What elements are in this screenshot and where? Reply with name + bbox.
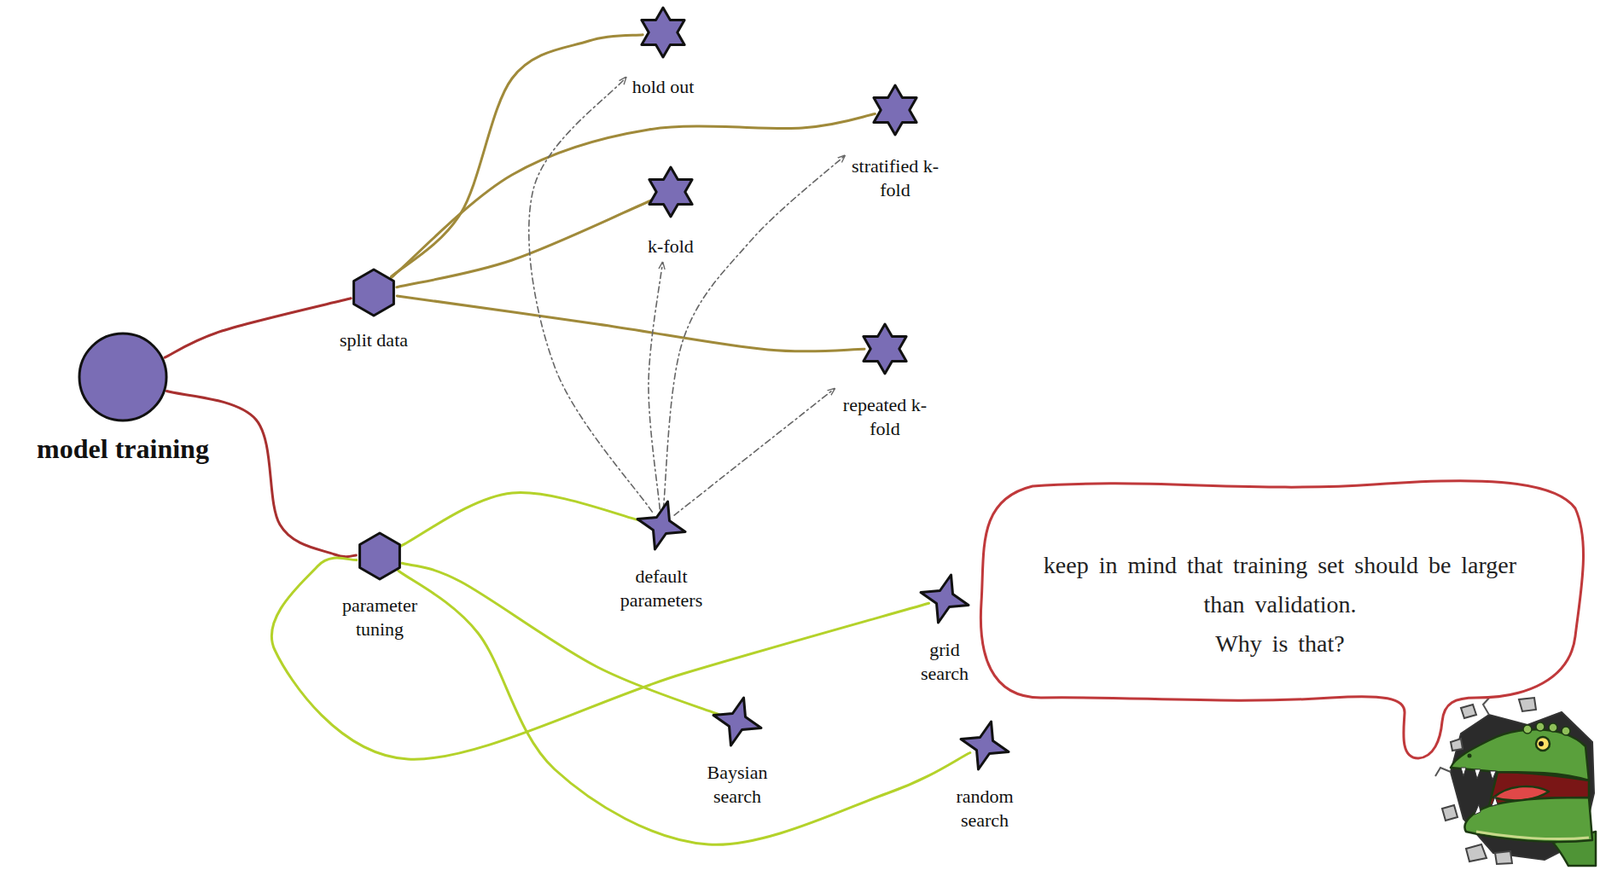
node-label: grid search <box>908 638 981 686</box>
circle-shape <box>76 331 169 424</box>
shape-outline <box>641 7 685 58</box>
hexagon-node: split data <box>337 267 410 353</box>
star-node: k-fold <box>641 164 700 259</box>
node-label: k-fold <box>641 234 700 259</box>
connector-line <box>401 493 646 547</box>
hexagon-shape <box>354 530 406 582</box>
dashed-arrow <box>663 155 845 510</box>
connector-line <box>396 200 652 288</box>
node-label: split data <box>337 328 410 353</box>
shape-outline <box>873 85 917 135</box>
star-node: default parameters <box>602 498 721 612</box>
bubble-text: keep in mind that training set should be… <box>1024 474 1536 664</box>
four-point-star-shape <box>917 571 972 627</box>
star-node: stratified k-fold <box>849 82 942 202</box>
hexagon-shape <box>348 267 400 319</box>
dashed-arrow <box>529 77 653 512</box>
connector-line <box>401 563 722 716</box>
star-node: hold out <box>630 5 697 99</box>
node-label: repeated k-fold <box>840 393 930 441</box>
connector-line <box>271 558 929 760</box>
star-shape <box>857 321 913 377</box>
star-shape <box>643 164 699 220</box>
note-text: keep in mind that training set should be… <box>1028 546 1532 625</box>
shape-outline <box>354 269 395 316</box>
node-label: parameter tuning <box>326 593 433 641</box>
shape-outline <box>360 533 401 580</box>
shape-outline <box>863 324 907 374</box>
wall-hole <box>1435 695 1595 861</box>
shape-outline <box>713 698 762 746</box>
star-shape <box>635 5 691 60</box>
four-point-star-shape <box>957 718 1013 774</box>
shape-outline <box>79 333 167 421</box>
dinosaur-head <box>1450 722 1596 867</box>
node-label: hold out <box>630 75 697 99</box>
four-point-star-shape <box>634 498 689 553</box>
node-label: default parameters <box>604 564 719 612</box>
star-shape <box>867 82 923 138</box>
node-label: random search <box>945 785 1024 832</box>
dashed-arrow <box>674 389 835 516</box>
star-node: grid search <box>907 571 983 686</box>
connector-line <box>164 298 351 358</box>
shape-outline <box>637 501 686 550</box>
bubble-path <box>980 481 1583 759</box>
connector-line <box>391 114 875 279</box>
dashed-arrow <box>648 262 664 510</box>
star-node: Baysian search <box>692 694 782 809</box>
four-point-star-shape <box>709 694 765 750</box>
shape-outline <box>920 575 969 623</box>
node-label: stratified k-fold <box>850 154 940 202</box>
shape-outline <box>649 167 693 217</box>
hexagon-node: parameter tuning <box>325 530 435 641</box>
node-label: model training <box>34 431 211 466</box>
circle-node: model training <box>34 331 211 466</box>
connector-line <box>396 296 865 352</box>
star-node: random search <box>943 718 1026 832</box>
connector-line <box>166 391 356 558</box>
star-node: repeated k-fold <box>838 321 931 441</box>
question-text: Why is that? <box>1024 624 1536 664</box>
speech-bubble: keep in mind that training set should be… <box>972 474 1588 761</box>
connector-line <box>398 570 971 845</box>
node-label: Baysian search <box>694 761 780 809</box>
shape-outline <box>960 721 1009 770</box>
connector-line <box>390 34 643 278</box>
